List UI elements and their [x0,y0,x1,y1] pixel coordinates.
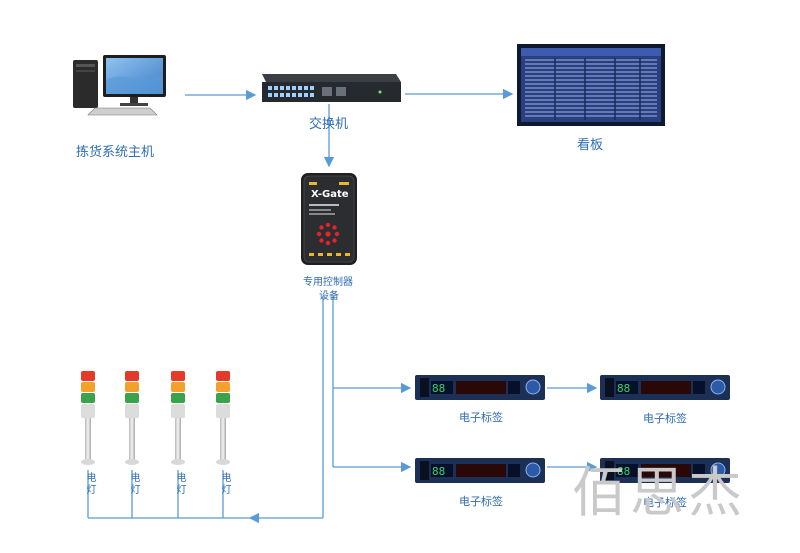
tower-light-2-icon [125,371,139,465]
electronic-tag-3-icon: 88 [415,458,545,483]
light1-label: 电灯 [84,472,95,496]
tower-light-4-icon [216,371,230,465]
tag4-label: 电子标签 [643,496,687,509]
svg-text:88: 88 [617,382,630,395]
svg-text:88: 88 [432,382,445,395]
light3-label: 电灯 [174,472,185,496]
controller-label-line1: 专用控制器 [303,277,353,288]
tag3-label: 电子标签 [459,495,503,508]
board-label: 看板 [577,138,604,153]
controller-label-line2: 设备 [319,291,339,302]
tower-light-3-icon [171,371,185,465]
switch-label: 交换机 [309,117,349,132]
controller-brand-text: X-Gate [311,189,349,200]
electronic-tag-1-icon: 88 [415,375,545,400]
switch-icon [262,74,401,102]
light4-label: 电灯 [219,472,230,496]
controller-device-icon [301,173,357,265]
tag2-label: 电子标签 [643,412,687,425]
host-computer-icon [73,55,166,116]
watermark: 佰思杰 [572,461,746,524]
connection-lines [87,88,598,524]
tower-light-1-icon [81,371,95,465]
svg-text:88: 88 [617,465,630,478]
host-label: 拣货系统主机 [76,145,155,160]
svg-text:88: 88 [432,465,445,478]
light2-label: 电灯 [128,472,139,496]
electronic-tag-2-icon: 88 [600,375,730,400]
board-screen-icon [517,44,665,126]
electronic-tag-4-icon: 88 [600,458,730,483]
tag1-label: 电子标签 [459,411,503,424]
